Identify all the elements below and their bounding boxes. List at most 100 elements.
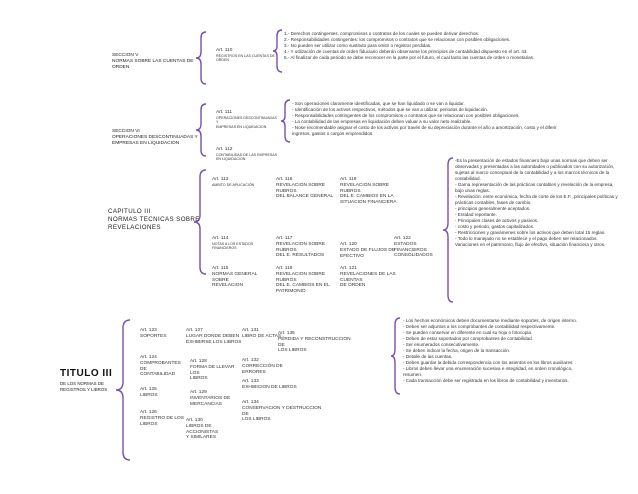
article-title: REVELACION SOBRE RUBROS [276,241,326,253]
article-119: Art. 119 REVELACION SOBRE RUBROS DEL E. … [340,177,406,206]
article-title: NOTAS A LOS ESTADOS [212,241,254,246]
article-title: FORMA DE LLEVAR LOS [190,364,235,376]
article-133: Art. 133 EXHIBICION DE LIBROS [242,379,302,391]
article-126: Art. 126 REGISTRO DE LOS LIBROS [140,410,184,427]
article-number: Art. 121 [340,266,357,271]
article-131: Art. 131 LIBRO DE ACTAS [242,328,288,340]
article-title: OPERACIONES DESCONTINUADAS Y [216,115,277,125]
note-line: ingresos, gastos o cargos emprendidos. [292,131,374,136]
article-number: Art. 126 [140,410,157,415]
section-line: EMPRESAS EN LIQUIDACION [112,141,180,146]
article-number: Art. 113 [212,177,229,182]
article-title: REVELACION SOBRE RUBROS [276,271,326,283]
article-title: EXHIBIRSE LOS LIBROS [186,339,242,345]
article-title: DE ORDEN [340,283,366,289]
article-number: Art. 125 [140,387,157,392]
titulo-iii-notes: - Los hechos económicos deben documentar… [403,318,603,384]
article-title: MERCANCIAS [190,401,222,407]
note-line: - costo y periodo, gastos capitalizados. [455,224,535,229]
article-title: SOPORTES [140,333,167,339]
article-title: LOS LIBROS [242,417,271,423]
note-line: contabilidad. [455,176,481,181]
section-line: OPERACIONES DESCONTINUADAS Y [112,135,198,140]
article-number: Art. 132 [242,358,259,363]
article-title: DEL E. CAMBIOS EN EL [276,283,330,289]
article-number: Art. 114 [212,236,229,241]
article-134: Art. 134 CONSERVACION Y DESTRUCCION DE L… [242,400,322,423]
article-title: CONTABILIDAD [140,372,176,378]
chapter-line: CAPITULO III [108,208,151,215]
article-number: Art. 135 [278,331,295,336]
article-title: ESTADO DE FLUJOS DE [340,247,396,253]
section-line: SECCION V [112,53,139,58]
article-number: Art. 124 [140,355,157,360]
article-number: Art. 133 [242,379,259,384]
article-number: Art. 123 [140,328,157,333]
note-line: observadas y presentadas a las autoridad… [455,164,615,169]
article-132: Art. 132 CORRECCIÓN DE ERRORES [242,358,302,375]
note-line: 3.- No pueden ser utilizar como sustitut… [284,43,432,48]
article-title: LUGAR DONDE DEBEN [186,333,240,339]
note-line: - Restricciones y gravámenes sobre los a… [455,230,606,235]
note-line: - Todo lo manejado no se establece y el … [455,236,598,241]
chapter-line: NORMAS TECNICAS SOBRE [108,216,200,223]
article-title: EXHIBICION DE LIBROS [242,384,297,390]
article-title: LIBRO DE ACTAS [242,333,282,339]
article-number: Art. 134 [242,400,259,405]
note-line: - Principales clases de activos y pasivo… [455,218,539,223]
article-125: Art. 125 LIBROS [140,387,184,399]
titulo-iii-subtitle: DE LOS NORMAS DE REGISTROS Y LIBROS [60,381,107,393]
article-123: Art. 123 SOPORTES [140,328,184,340]
note-line: bajo unas reglas. [455,188,490,193]
article-title: DEL E. CAMBIOS EN LA [340,194,394,200]
article-number: Art. 127 [186,328,203,333]
article-116: Art. 116 REVELACION SOBRE RUBROS DEL BAL… [276,177,342,200]
article-111: Art. 111 OPERACIONES DESCONTINUADAS Y EM… [216,110,280,130]
article-title: CONSERVACION Y DESTRUCCION DE [242,405,322,417]
article-number: Art. 129 [190,390,207,395]
article-title: EMPRESAS EN LIQUIDACION [216,124,267,129]
article-title: REGISTRO DE LOS [140,415,184,421]
article-title: EFECTIVO [340,253,364,259]
article-title: DEL BALANCE GENERAL [276,194,334,200]
article-number: Art. 117 [276,236,293,241]
article-title: REVELACION [212,283,243,289]
article-title: LIBROS [190,376,208,382]
article-title: CONTABILIDAD DE LAS EMPRESAS [216,152,278,157]
note-line: Variaciones en el patrimonio, flujo de e… [455,242,606,247]
article-number: Art. 116 [276,177,293,182]
article-number: Art. 111 [216,110,233,115]
article-title: LIBROS [140,421,158,427]
note-line: -Es la presentación de estados financier… [455,158,608,163]
article-number: Art. 118 [276,266,293,271]
section-line: NORMAS SOBRE LAS CUENTAS DE [112,59,194,64]
article-title: ORDEN [216,58,229,63]
note-line: 1.- Derechos contingentes, compromisos o… [284,31,480,36]
section-line: ORDEN [112,65,130,70]
note-line: - Gama representación de las prácticas c… [455,182,614,187]
article-number: Art. 120 [340,242,357,247]
section-v-notes: 1.- Derechos contingentes, compromisos o… [284,31,534,61]
subtitle-line: DE LOS NORMAS DE [60,381,104,386]
section-vi-label: SECCION VI OPERACIONES DESCONTINUADAS Y … [112,129,198,147]
article-135: Art. 135 PÉRDIDA Y RECONSTRUCCION DE LOS… [278,331,356,354]
article-number: Art. 119 [340,177,357,182]
article-122: Art. 122 ESTADOS FINANCIEROS CONSOLIDADO… [394,236,448,259]
article-title: EN LIQUIDACION [216,157,246,162]
article-120: Art. 120 ESTADO DE FLUJOS DE EFECTIVO [340,242,400,259]
section-line: SECCION VI [112,129,140,134]
note-line: - Nose recomendable asignar el costo de … [292,125,557,130]
article-title: REVELACIONES DE LAS CUENTAS [340,271,396,283]
article-number: Art. 130 [186,418,203,423]
chapter-iii-notes: -Es la presentación de estados financier… [455,158,631,248]
article-title: INVENTARIOS DE [190,395,231,401]
note-line: 2.- Responsabilidades contingentes: los … [284,37,511,42]
note-line: - principios generalmente aceptados. [455,206,531,211]
article-117: Art. 117 REVELACION SOBRE RUBROS DEL E. … [276,236,342,259]
note-line: - Cada transacción debe ser registrada e… [403,378,569,383]
article-title: LIBROS [140,392,158,398]
article-number: Art. 110 [216,48,233,53]
article-title: SITUACION FINANCIERA [340,200,397,206]
note-line: - Deben de estar soportados por comproba… [403,336,533,341]
note-line: 4.- Y utilización de cuentas de orden fi… [284,49,528,54]
